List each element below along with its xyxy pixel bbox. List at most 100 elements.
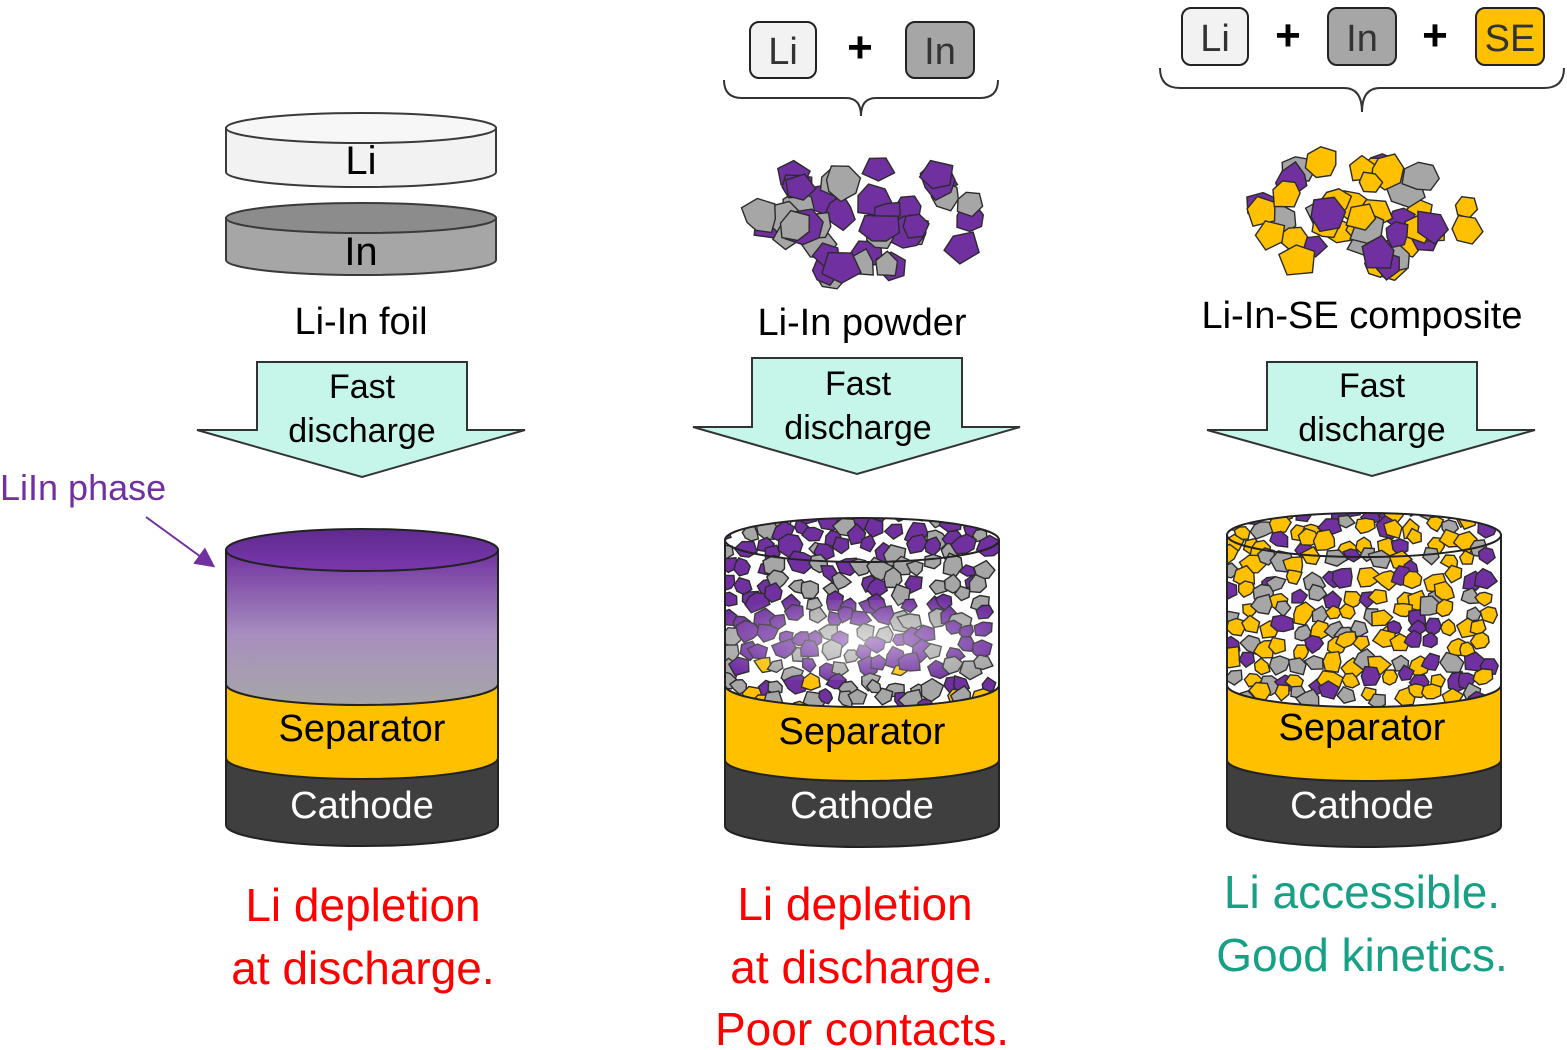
se-particle (1358, 171, 1384, 193)
se-particle (1227, 513, 1236, 531)
liin-particle (1317, 680, 1341, 700)
liin-particle (821, 251, 862, 284)
panel-composite-title: Li-In-SE composite (1201, 295, 1522, 337)
liin-particle (902, 213, 930, 239)
ingredient-in-3: In (1327, 7, 1397, 66)
in-particle (1287, 657, 1307, 676)
se-particle (1472, 668, 1494, 686)
in-particle (1311, 605, 1330, 623)
se-particle (1267, 636, 1287, 655)
liin-particle (824, 193, 856, 232)
in-particle (1336, 686, 1357, 704)
panel-foil: Li In Li-In foil Fast discharge LiIn pha… (0, 112, 526, 994)
fast-discharge-arrow-1: Fast discharge (196, 361, 526, 479)
arrow-1-line2: discharge (288, 412, 435, 450)
liin-particle (905, 533, 929, 555)
arrow-1-line1: Fast (329, 368, 396, 406)
se-particle (1312, 528, 1336, 552)
in-particle (800, 580, 820, 600)
outcome-powder: Li depletion at discharge. Poor contacts… (715, 878, 1009, 1050)
cell-powder: Separator Cathode (724, 500, 1000, 848)
fast-discharge-arrow-2: Fast discharge (692, 357, 1021, 476)
plus-3a: + (1275, 11, 1301, 60)
se-particle (1429, 673, 1447, 688)
cathode-label-1: Cathode (290, 785, 434, 827)
liin-particle (960, 502, 981, 518)
liin-particle (943, 231, 980, 265)
liin-particle (866, 577, 889, 597)
liin-particle (725, 522, 732, 542)
liin-particle (1269, 530, 1289, 548)
se-particle (1459, 641, 1476, 658)
ingredient-in-3-label: In (1346, 18, 1378, 60)
cell-composite: Separator Cathode (1226, 512, 1502, 848)
liin-particle (801, 526, 825, 542)
se-particle (1454, 195, 1479, 219)
se-particle (1435, 598, 1454, 618)
se-particle (1324, 604, 1345, 620)
plus-2a: + (847, 23, 873, 72)
composite-cell-particles (1227, 513, 1499, 707)
in-particle (741, 525, 760, 542)
ingredient-li-2: Li (749, 21, 817, 79)
panel-composite: Li + In + SE Li-In-SE composite Fast dis… (1159, 7, 1565, 981)
in-particle (779, 209, 810, 242)
liin-particle (911, 518, 930, 522)
in-foil-disc: In (225, 202, 497, 276)
liin-particle (785, 173, 817, 201)
in-particle (847, 688, 868, 705)
liin-particle (818, 687, 834, 705)
se-particle (1272, 180, 1301, 208)
se-particle (1227, 513, 1246, 516)
se-particle (1322, 650, 1342, 673)
se-particle (1352, 635, 1371, 652)
fast-discharge-arrow-3: Fast discharge (1206, 361, 1536, 478)
se-particle (1469, 631, 1490, 650)
se-particle (1451, 214, 1484, 245)
liin-particle (861, 157, 896, 182)
outcome-powder-line1: Li depletion (737, 878, 972, 930)
liin-particle (733, 576, 753, 596)
in-foil-label: In (344, 230, 377, 274)
ingredient-in-2: In (905, 21, 975, 79)
in-particle (1308, 583, 1328, 602)
liin-particle (1270, 614, 1295, 633)
liin-particle (924, 536, 942, 557)
se-particle (1227, 645, 1241, 669)
se-particle (1479, 605, 1499, 625)
se-particle (1274, 684, 1290, 702)
in-particle (1249, 593, 1273, 615)
se-particle (1304, 146, 1337, 179)
se-particle (1443, 564, 1463, 584)
se-particle (1278, 244, 1316, 276)
in-particle (740, 197, 777, 234)
liin-particle (918, 159, 954, 190)
liin-particle (976, 518, 995, 519)
in-particle (875, 250, 899, 277)
se-particle (1345, 203, 1377, 231)
se-particle (1253, 657, 1271, 676)
in-particle (1477, 513, 1498, 521)
se-particle (1232, 564, 1256, 587)
se-particle (1341, 672, 1361, 689)
se-particle (1240, 614, 1261, 634)
liin-particle (733, 557, 751, 577)
se-particle (1474, 591, 1493, 607)
liin-particle (788, 500, 802, 514)
se-particle (1406, 527, 1422, 545)
cell-foil: Separator Cathode (225, 528, 499, 847)
se-particle (1237, 580, 1256, 598)
in-particle (1419, 595, 1441, 616)
in-particle (1404, 513, 1426, 518)
arrow-3-line1: Fast (1339, 367, 1406, 405)
se-particle (1304, 513, 1321, 516)
liin-particle (859, 534, 876, 553)
liin-particle (1303, 634, 1325, 655)
in-particle (944, 573, 962, 594)
liin-particle (1403, 629, 1422, 648)
se-particle (1458, 549, 1475, 565)
outcome-foil: Li depletion at discharge. (231, 879, 494, 994)
in-particle (1324, 549, 1349, 567)
liin-particle (1291, 588, 1309, 604)
